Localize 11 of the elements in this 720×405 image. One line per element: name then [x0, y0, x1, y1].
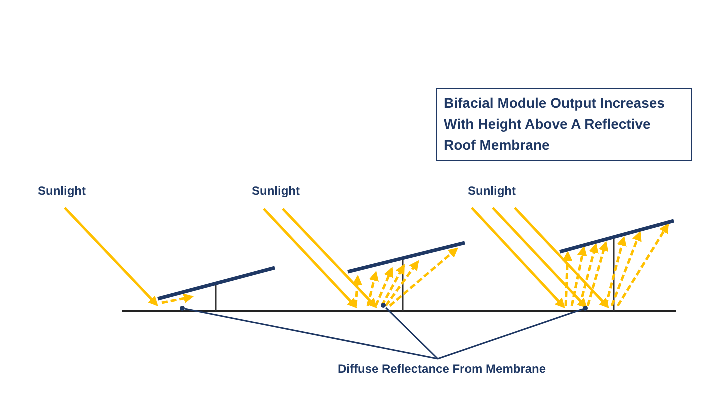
reflection-point — [180, 306, 185, 311]
leader-line — [438, 308, 584, 360]
title-box: Bifacial Module Output Increases With Height Above A Reflective Roof Membrane — [436, 88, 692, 161]
leader-line — [184, 308, 438, 360]
reflection-point — [583, 306, 588, 311]
sunlight-label: Sunlight — [38, 184, 86, 198]
sunlight-label: Sunlight — [252, 184, 300, 198]
reflection-point — [381, 303, 386, 308]
callout-text: Diffuse Reflectance From Membrane — [338, 359, 546, 376]
sunlight-label: Sunlight — [468, 184, 516, 198]
leader-line — [385, 307, 439, 360]
